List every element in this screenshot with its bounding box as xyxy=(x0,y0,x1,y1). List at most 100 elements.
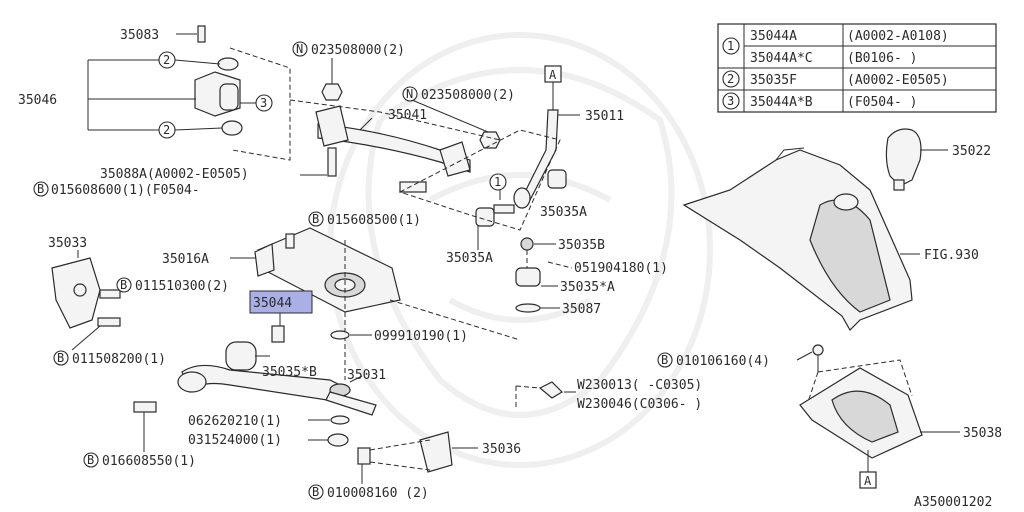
svg-text:2: 2 xyxy=(163,53,170,67)
ref-marker-bottom xyxy=(859,471,877,489)
table-marker-2 xyxy=(722,70,740,88)
applicability-table: 1 2 3 35044A (A0002-A0108) 35044A*C (B01… xyxy=(717,23,997,113)
svg-text:3: 3 xyxy=(727,94,734,108)
shift-lever-35011: A 1 35011 35035A 35035A 35035B 051904180… xyxy=(398,65,668,317)
knob-neck xyxy=(893,179,905,191)
plate-stud xyxy=(285,233,295,249)
label-35088A: 35088A(A0002-E0505) xyxy=(100,167,249,182)
svg-text:2: 2 xyxy=(727,72,734,86)
label-011510300: 011510300(2) xyxy=(135,279,229,294)
label-35011: 35011 xyxy=(585,109,624,124)
svg-text:1: 1 xyxy=(494,175,501,189)
symbol-B-4 xyxy=(53,350,69,366)
pin-015608500 xyxy=(493,204,515,214)
bolt-010008160 xyxy=(357,447,371,465)
label-35041: 35041 xyxy=(388,108,427,123)
table-row-1-range: (A0002-A0108) xyxy=(847,29,949,44)
label-35036: 35036 xyxy=(482,442,521,457)
washer-062620210 xyxy=(330,415,350,425)
label-011508200: 011508200(1) xyxy=(72,352,166,367)
svg-text:B: B xyxy=(87,453,94,467)
label-W230046: W230046(C0306- ) xyxy=(577,397,702,412)
label-35033: 35033 xyxy=(48,236,87,251)
ball-35035B xyxy=(520,237,534,251)
lever-ball xyxy=(513,187,531,209)
label-010008160: 010008160 (2) xyxy=(327,486,429,501)
label-35083: 35083 xyxy=(120,28,159,43)
table-row-2-part: 35044A*C xyxy=(750,51,813,66)
bushing-center xyxy=(219,83,239,111)
table-row-3-range: (A0002-E0505) xyxy=(847,73,949,88)
callout-2-bottom xyxy=(158,121,176,139)
svg-text:B: B xyxy=(312,485,319,499)
symbol-N-2 xyxy=(402,86,418,102)
svg-text:N: N xyxy=(296,42,303,56)
svg-text:3: 3 xyxy=(260,96,267,110)
bolt-upper xyxy=(399,181,427,193)
bracket-35033-group: 35033 B 011510300(2) B 011508200(1) xyxy=(48,236,229,367)
table-row-4-part: 35044A*B xyxy=(750,95,813,110)
symbol-B-5 xyxy=(83,452,99,468)
label-051904180: 051904180(1) xyxy=(574,261,668,276)
label-35035starA: 35035*A xyxy=(560,280,615,295)
bracket-35036 xyxy=(419,431,453,473)
label-062620210: 062620210(1) xyxy=(188,414,282,429)
symbol-N-1 xyxy=(292,41,308,57)
shift-knob-35022 xyxy=(885,128,922,187)
link-35031 xyxy=(325,391,377,416)
label-35035B: 35035B xyxy=(558,238,605,253)
cover-opening xyxy=(831,390,899,443)
cover-35038-group: B 010106160(4) 35038 A xyxy=(657,344,1002,489)
table-row-1-part: 35044A xyxy=(750,29,797,44)
callout-3 xyxy=(255,94,273,112)
label-nut-1: 023508000(2) xyxy=(311,43,405,58)
label-010106160: 010106160(4) xyxy=(676,354,770,369)
svg-text:A: A xyxy=(864,474,872,488)
label-015608500: 015608500(1) xyxy=(327,213,421,228)
screw-010106160 xyxy=(812,344,824,356)
shift-rod-35041: N 023508000(2) N 023508000(2) 35041 3508… xyxy=(33,41,515,198)
table-row-4-range: (F0504- ) xyxy=(847,95,917,110)
svg-text:B: B xyxy=(120,278,127,292)
symbol-B-1 xyxy=(33,181,49,197)
label-35046: 35046 xyxy=(18,93,57,108)
console-group: 35022 FIG.930 xyxy=(682,128,991,331)
ring-031524000 xyxy=(327,433,349,447)
svg-text:B: B xyxy=(37,182,44,196)
symbol-B-3 xyxy=(116,277,132,293)
pin-35044 xyxy=(271,325,285,343)
svg-text:B: B xyxy=(57,351,64,365)
label-031524000: 031524000(1) xyxy=(188,433,282,448)
table-row-2-range: (B0106- ) xyxy=(847,51,917,66)
bushing-35035starB xyxy=(225,341,257,371)
shift-rod xyxy=(317,123,471,173)
label-35022: 35022 xyxy=(952,144,991,159)
symbol-B-7 xyxy=(657,352,673,368)
label-W230013: W230013( -C0305) xyxy=(577,378,702,393)
label-099910190: 099910190(1) xyxy=(374,329,468,344)
table-marker-3 xyxy=(722,92,740,110)
rod-bracket-right xyxy=(439,141,471,177)
callout-2-top xyxy=(158,51,176,69)
table-marker-1 xyxy=(722,37,740,55)
bushing-35035A-right xyxy=(547,169,567,189)
clip-part xyxy=(538,381,563,399)
plate-flange xyxy=(254,243,275,277)
link-eye xyxy=(177,371,207,393)
label-35035A-left: 35035A xyxy=(446,251,493,266)
symbol-B-2 xyxy=(308,211,324,227)
svg-text:B: B xyxy=(661,353,668,367)
bracket-hole xyxy=(73,283,87,297)
bushing-assembly: 2 2 3 35083 35046 xyxy=(18,25,291,161)
label-nut-2: 023508000(2) xyxy=(421,88,515,103)
callout-1 xyxy=(489,173,507,191)
svg-text:B: B xyxy=(312,212,319,226)
pin-35083 xyxy=(197,25,206,43)
label-35087: 35087 xyxy=(562,302,601,317)
bolt-011508200 xyxy=(97,317,121,327)
highlight-box-35044[interactable] xyxy=(249,290,313,314)
bushing-35035starA xyxy=(515,267,541,287)
table-row-3-part: 35035F xyxy=(750,73,797,88)
